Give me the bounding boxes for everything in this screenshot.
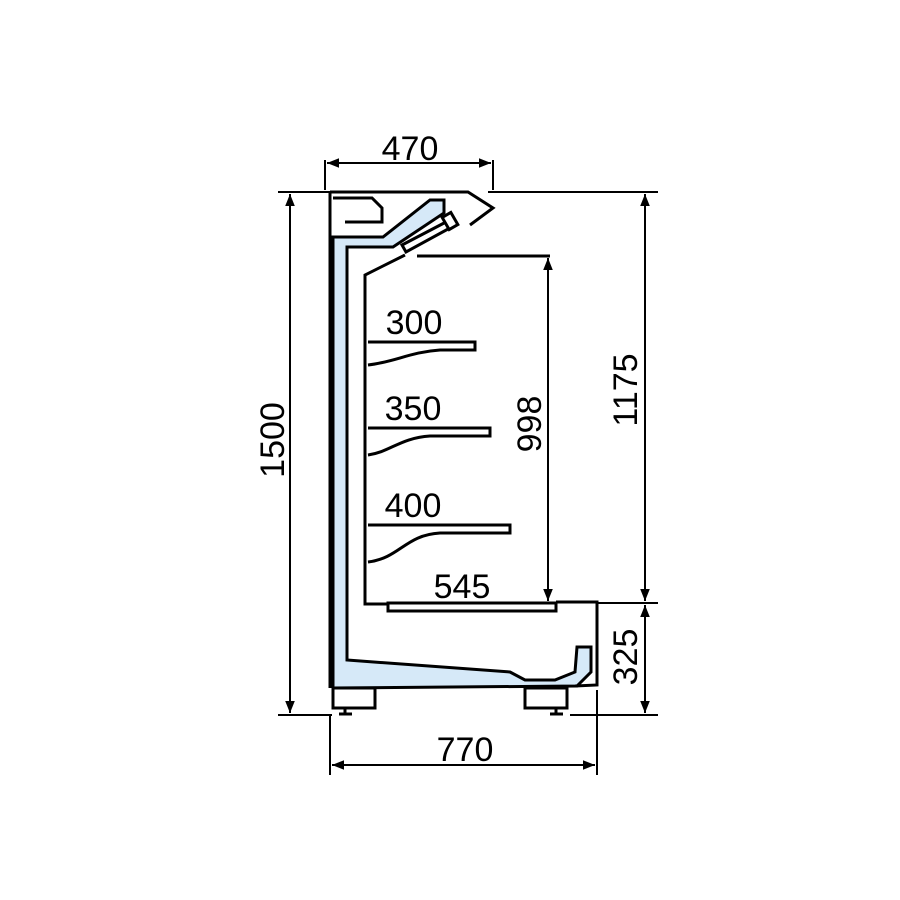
air-duct — [331, 198, 593, 690]
shelf-3 — [367, 523, 512, 564]
dim-opening-height: 998 — [511, 396, 549, 453]
top-box — [333, 196, 384, 224]
shelf-1 — [367, 340, 477, 367]
base-left — [331, 686, 377, 710]
dim-base-height: 325 — [607, 629, 645, 686]
foot-left — [339, 708, 352, 716]
canopy — [330, 190, 496, 227]
dim-top-depth: 470 — [382, 130, 439, 168]
dim-total-height: 1500 — [254, 402, 292, 478]
foot-right — [550, 708, 563, 716]
inner-back-wall — [363, 253, 406, 606]
base-right — [523, 686, 569, 710]
shelf-2 — [367, 426, 492, 457]
dim-shelf-3: 400 — [385, 487, 442, 525]
dim-total-depth: 770 — [437, 731, 494, 769]
lamp-icon — [399, 210, 460, 255]
extension-lines — [278, 160, 658, 775]
bottom-deck — [386, 601, 558, 613]
dim-deck: 545 — [434, 568, 491, 606]
dimension-lines — [285, 158, 650, 770]
cabinet-body — [328, 190, 599, 716]
dim-display-height: 1175 — [607, 353, 645, 426]
dim-shelf-2: 350 — [385, 390, 442, 428]
dim-shelf-1: 300 — [386, 304, 443, 342]
front-panel — [556, 600, 599, 688]
